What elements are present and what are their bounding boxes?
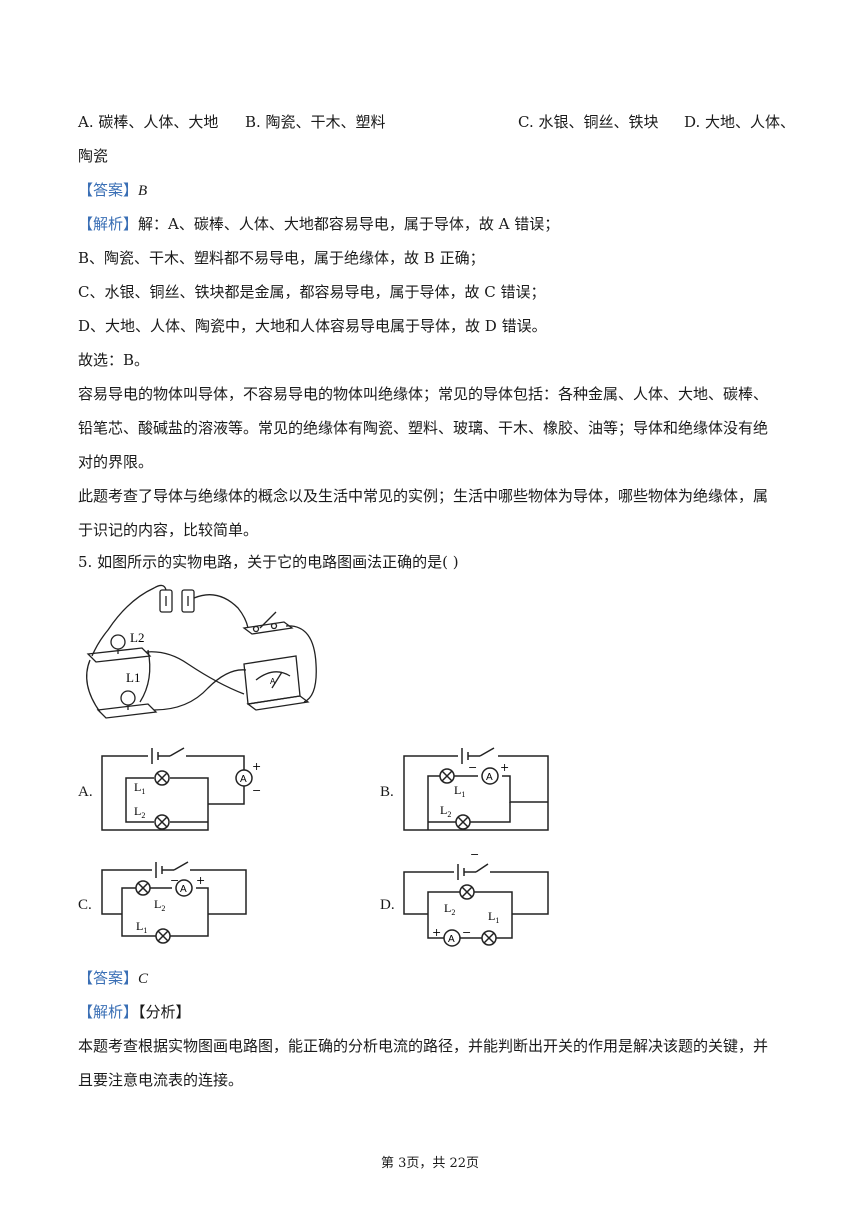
ammeter-b-minus: −: [468, 761, 477, 774]
circuit-option-b-label: B.: [380, 784, 394, 800]
photo-label-l2: L2: [130, 630, 144, 645]
option-d: D. 大地、人体、: [684, 113, 796, 131]
ammeter-d-letter: A: [448, 934, 455, 945]
label-d-l1: L1: [488, 909, 499, 925]
ammeter-a-letter: A: [240, 774, 247, 785]
answer-value-q5: C: [138, 971, 149, 987]
analysis-line-2: B、陶瓷、干木、塑料都不易导电，属于绝缘体，故 B 正确；: [78, 249, 485, 267]
analysis-line-6: 容易导电的物体叫导体，不容易导电的物体叫绝缘体；常见的导体包括：各种金属、人体、…: [78, 385, 769, 403]
analysis-line-4: D、大地、人体、陶瓷中，大地和人体容易导电属于导体，故 D 错误。: [78, 317, 547, 335]
circuit-diagram-b: A − + L1 L2: [403, 747, 549, 831]
analysis-line-9: 此题考查了导体与绝缘体的概念以及生活中常见的实例；生活中哪些物体为导体，哪些物体…: [78, 487, 769, 505]
analysis-tag-q5: 【解析】: [78, 1003, 139, 1021]
analysis-tag: 【解析】: [78, 215, 139, 233]
answer-tag-q5: 【答案】: [78, 969, 139, 987]
option-b: B. 陶瓷、干木、塑料: [245, 113, 386, 131]
ammeter-d-plus: +: [432, 926, 441, 939]
answer-tag: 【答案】: [78, 181, 139, 199]
label-a-l2: L2: [134, 804, 145, 820]
analysis-text: 解：A、碳棒、人体、大地都容易导电，属于导体，故 A 错误；: [138, 215, 560, 233]
circuit-diagram-d: − A + − L2 L1: [403, 850, 549, 947]
option-d-continued: 陶瓷: [78, 147, 109, 165]
ammeter-c-letter: A: [180, 884, 187, 895]
answer-value: B: [138, 183, 148, 199]
page-footer: 第 3页，共 22页: [380, 1156, 480, 1171]
ammeter-a-plus: +: [252, 760, 261, 773]
ammeter-c-minus: −: [170, 874, 179, 887]
label-c-l2: L2: [154, 897, 165, 913]
option-a: A. 碳棒、人体、大地: [78, 113, 219, 131]
label-a-l1: L1: [134, 780, 145, 796]
question-5-stem: 5. 如图所示的实物电路，关于它的电路图画法正确的是( ): [78, 553, 459, 571]
ammeter-b-letter: A: [486, 772, 493, 783]
analysis-head-q5: 【解析】【分析】: [78, 1002, 191, 1022]
analysis-q5-line-2: 且要注意电流表的连接。: [78, 1071, 244, 1089]
analysis-line-1: 【解析】解：A、碳棒、人体、大地都容易导电，属于导体，故 A 错误；: [78, 214, 559, 234]
physical-circuit-figure: L2 L1 A: [86, 584, 317, 719]
analysis-q5-line-1: 本题考查根据实物图画电路图，能正确的分析电流的路径，并能判断出开关的作用是解决该…: [78, 1037, 769, 1055]
ammeter-a-minus: −: [252, 784, 261, 797]
analysis-line-10: 于识记的内容，比较简单。: [78, 521, 259, 539]
label-c-l1: L1: [136, 919, 147, 935]
ammeter-b-plus: +: [500, 761, 509, 774]
label-b-l1: L1: [454, 783, 465, 799]
answer-line-q5: 【答案】C: [78, 968, 148, 989]
photo-label-l1: L1: [126, 670, 140, 685]
analysis-line-7: 铅笔芯、酸碱盐的溶液等。常见的绝缘体有陶瓷、塑料、玻璃、干木、橡胶、油等；导体和…: [78, 419, 769, 437]
switch-d-minus-mark: −: [470, 850, 479, 861]
label-b-l2: L2: [440, 803, 451, 819]
circuit-option-d-label: D.: [380, 897, 395, 913]
photo-meter-letter: A: [270, 677, 276, 686]
circuit-diagram-c: A − + L2 L1: [101, 861, 247, 944]
analysis-subhead-q5: 【分析】: [138, 1003, 191, 1021]
analysis-line-8: 对的界限。: [78, 453, 154, 471]
ammeter-c-plus: +: [196, 874, 205, 887]
circuit-option-a-label: A.: [78, 784, 93, 800]
circuit-option-c-label: C.: [78, 897, 92, 913]
analysis-line-5: 故选：B。: [78, 351, 150, 369]
option-c: C. 水银、铜丝、铁块: [518, 113, 659, 131]
answer-line-q4: 【答案】B: [78, 180, 147, 201]
analysis-line-3: C、水银、铜丝、铁块都是金属，都容易导电，属于导体，故 C 错误；: [78, 283, 546, 301]
label-d-l2: L2: [444, 901, 455, 917]
circuit-diagram-a: A + − L1 L2: [101, 747, 261, 831]
ammeter-d-minus: −: [462, 926, 471, 939]
